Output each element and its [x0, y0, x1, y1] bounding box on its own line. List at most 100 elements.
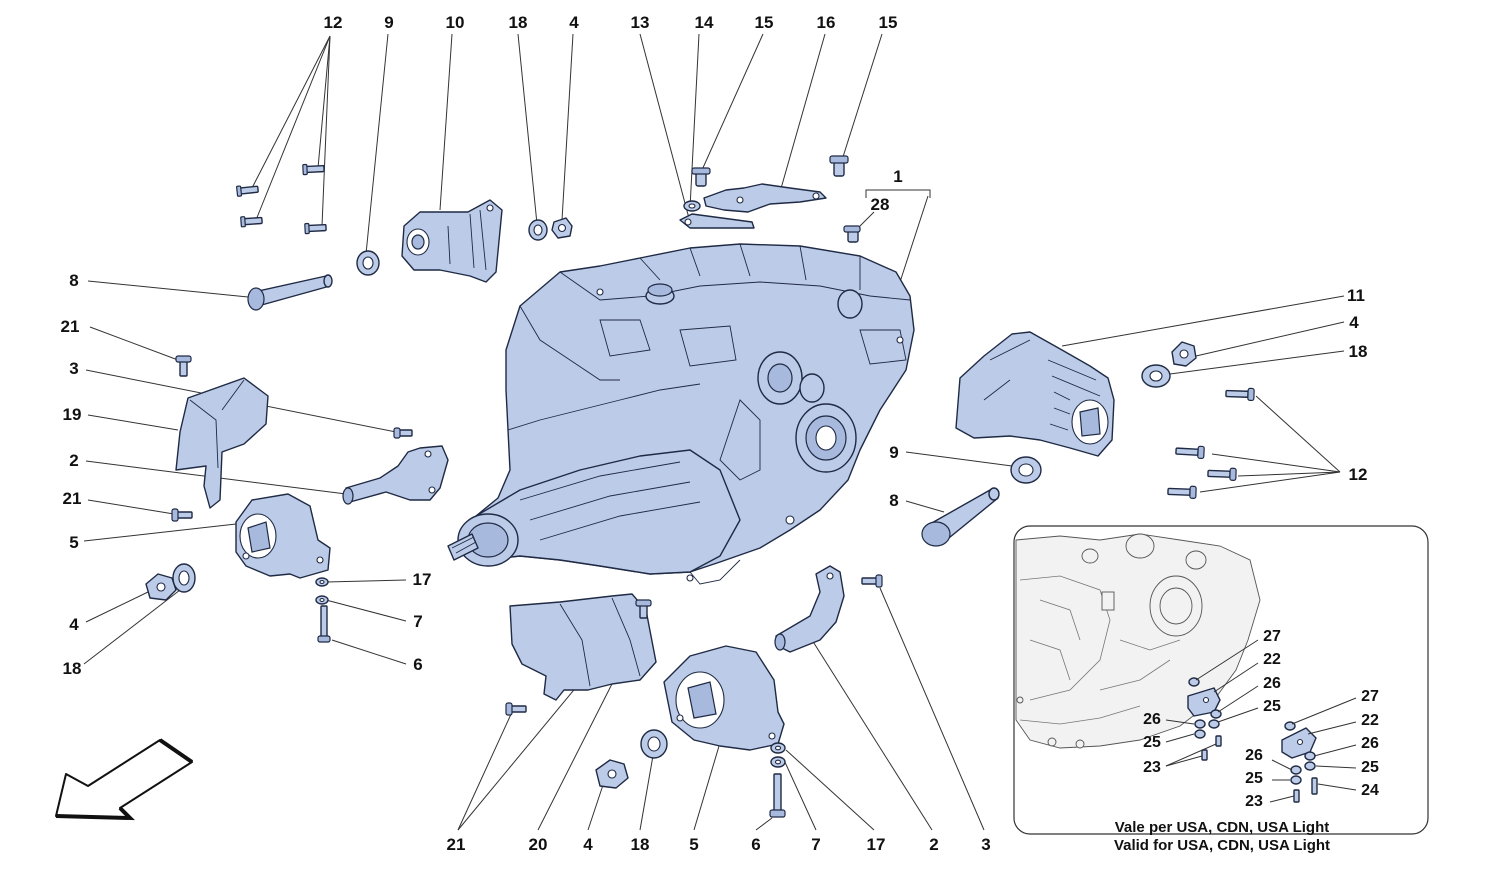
callout-left-21b: 21 — [63, 489, 82, 508]
callout-inset-23a: 23 — [1143, 759, 1161, 776]
callout-bottom-21: 21 — [447, 835, 466, 854]
gearbox-housing-1 — [447, 243, 915, 585]
callout-left-5: 5 — [69, 533, 78, 552]
nut-4-left — [145, 573, 177, 601]
callout-top-10: 10 — [446, 13, 465, 32]
washer-18-bottom — [640, 729, 668, 759]
inset-detail-box — [1013, 525, 1429, 835]
pin-8-left — [247, 274, 333, 311]
bolt-6-left — [317, 605, 331, 643]
callout-bottom-3: 3 — [981, 835, 990, 854]
callout-top-18: 18 — [509, 13, 528, 32]
callout-inset-22a: 22 — [1263, 651, 1281, 668]
bracket-2-left — [342, 445, 449, 505]
heat-shield-20 — [509, 593, 657, 701]
callout-bottom-4: 4 — [583, 835, 593, 854]
callout-left-3: 3 — [69, 359, 78, 378]
callout-top-13: 13 — [631, 13, 650, 32]
callout-7-left: 7 — [413, 612, 422, 631]
nut-4-top — [551, 217, 573, 239]
callout-inset-26b: 26 — [1143, 711, 1161, 728]
washer-7-bottom — [770, 756, 786, 768]
callout-inset-26c: 26 — [1361, 735, 1379, 752]
callout-left-21: 21 — [61, 317, 80, 336]
bolt-28 — [843, 225, 861, 243]
washer-17-bottom — [770, 742, 786, 754]
callout-bottom-6: 6 — [751, 835, 760, 854]
bolt-6-bottom — [769, 773, 786, 818]
callout-bottom-17: 17 — [867, 835, 886, 854]
callout-top-15b: 15 — [879, 13, 898, 32]
callout-labels: 12 9 10 18 4 13 14 15 16 15 1 28 8 21 3 … — [61, 13, 1379, 854]
mount-bracket-11 — [955, 331, 1115, 457]
callout-right-9: 9 — [889, 443, 898, 462]
callout-inset-24: 24 — [1361, 782, 1379, 799]
callout-left-18: 18 — [63, 659, 82, 678]
callout-inset-25c: 25 — [1361, 759, 1379, 776]
lever-13 — [679, 213, 755, 229]
bolt-21-lower — [171, 508, 193, 522]
callout-inset-25d: 25 — [1245, 770, 1263, 787]
bolt-15-left — [691, 167, 711, 187]
callout-6-left: 6 — [413, 655, 422, 674]
callout-top-15: 15 — [755, 13, 774, 32]
callout-bottom-5: 5 — [689, 835, 698, 854]
callout-right-18: 18 — [1349, 342, 1368, 361]
front-direction-arrow-icon — [55, 738, 194, 821]
callout-top-14: 14 — [695, 13, 714, 32]
washer-18-top — [528, 219, 548, 241]
callout-28: 28 — [871, 195, 890, 214]
callout-right-8: 8 — [889, 491, 898, 510]
washer-7-left — [315, 595, 329, 605]
engine-mount-5-bottom — [663, 645, 785, 751]
callout-assembly-1: 1 — [893, 167, 902, 186]
plate-16 — [703, 183, 827, 213]
callout-top-9: 9 — [384, 13, 393, 32]
pin-8-right — [921, 487, 1000, 547]
engine-mount-5-left — [235, 493, 331, 579]
bolt-3-left — [393, 427, 413, 439]
callout-inset-25b: 25 — [1143, 734, 1161, 751]
callout-left-4: 4 — [69, 615, 79, 634]
callout-bottom-20: 20 — [529, 835, 548, 854]
callout-left-19: 19 — [63, 405, 82, 424]
callout-inset-23b: 23 — [1245, 793, 1263, 810]
heat-shield-19 — [175, 377, 269, 509]
callout-bottom-18: 18 — [631, 835, 650, 854]
bolt-3-bottom — [861, 574, 883, 588]
callout-right-4: 4 — [1349, 313, 1359, 332]
callout-left-8: 8 — [69, 271, 78, 290]
callout-top-16: 16 — [817, 13, 836, 32]
mount-bracket-10 — [401, 199, 503, 283]
bracket-2-bottom — [774, 565, 845, 653]
washer-9-right — [1010, 456, 1042, 484]
callout-inset-27a: 27 — [1263, 628, 1281, 645]
bolts-12-right — [1167, 387, 1255, 499]
bolts-top-left — [236, 163, 327, 235]
callout-17-left: 17 — [413, 570, 432, 589]
callout-inset-25a: 25 — [1263, 698, 1281, 715]
callout-right-12: 12 — [1349, 465, 1368, 484]
callout-inset-26d: 26 — [1245, 747, 1263, 764]
washer-9 — [356, 250, 380, 276]
inset-note-italian: Vale per USA, CDN, USA Light — [1115, 819, 1329, 836]
callout-bottom-7: 7 — [811, 835, 820, 854]
callout-left-2: 2 — [69, 451, 78, 470]
washer-18-right — [1141, 364, 1171, 388]
bolt-15-right — [829, 155, 849, 177]
callout-inset-27b: 27 — [1361, 688, 1379, 705]
callout-inset-26a: 26 — [1263, 675, 1281, 692]
callout-top-4: 4 — [569, 13, 579, 32]
callout-top-12: 12 — [324, 13, 343, 32]
callout-bottom-2: 2 — [929, 835, 938, 854]
callout-right-11: 11 — [1347, 286, 1365, 305]
bolt-21-upper — [175, 355, 192, 377]
nut-4-right — [1171, 341, 1197, 367]
bolt-21-shield — [635, 599, 652, 619]
bolt-21-bottom — [505, 702, 527, 716]
nut-4-bottom — [595, 759, 629, 789]
washer-18-left — [172, 563, 196, 593]
washer-14 — [683, 200, 701, 212]
washer-17-left — [315, 577, 329, 587]
